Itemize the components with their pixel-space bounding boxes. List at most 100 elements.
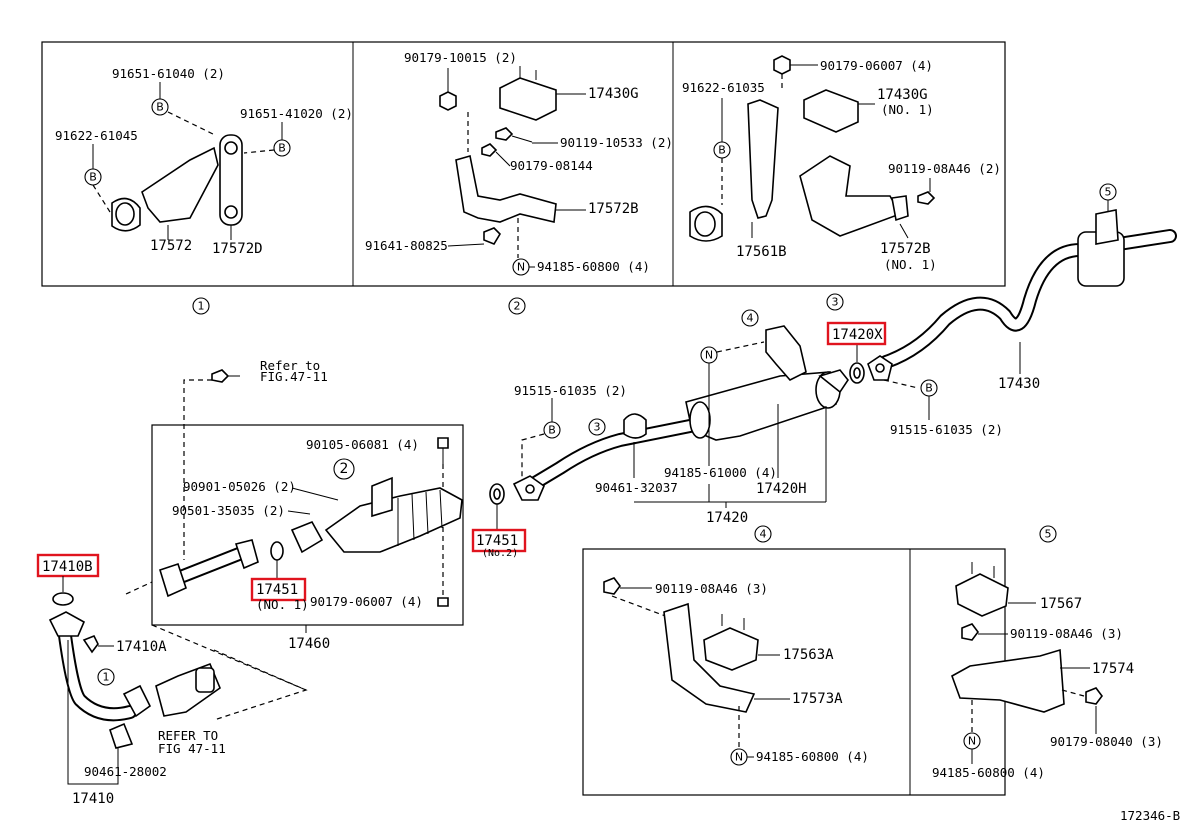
gasket-icon bbox=[52, 592, 74, 606]
flange-icon bbox=[48, 611, 86, 637]
part-label: 17430G bbox=[877, 87, 928, 103]
bolt-icon bbox=[603, 577, 621, 595]
nut-icon bbox=[82, 634, 99, 654]
part-label: 94185-60800 (4) bbox=[756, 749, 869, 764]
bracket-icon bbox=[747, 99, 779, 219]
part-label: 91515-61035 (2) bbox=[514, 383, 627, 398]
front-pipe: 17410B 17410A 1 REFER TO FIG 47-11 90461… bbox=[36, 553, 308, 807]
part-label: 94185-61000 (4) bbox=[664, 465, 777, 480]
gasket-17420x: 17420X bbox=[826, 321, 887, 384]
ref-b-text: B bbox=[278, 142, 286, 155]
part-label: 17563A bbox=[783, 647, 834, 663]
part-label: 17572 bbox=[150, 238, 192, 254]
part-label: 90179-10015 (2) bbox=[404, 50, 517, 65]
clamp-icon bbox=[623, 413, 647, 439]
rubber-mount-icon bbox=[955, 573, 1009, 617]
ref-n-text: N bbox=[517, 261, 525, 274]
panel-number: 1 bbox=[103, 671, 110, 684]
panel-2: 90179-10015 (2) 17430G 90119-10533 (2) 9… bbox=[365, 50, 673, 276]
nut-icon bbox=[481, 143, 498, 157]
panel-4: 90119-08A46 (3) 17563A 17573A 94185-6080… bbox=[603, 577, 869, 766]
bracket-icon bbox=[663, 602, 756, 713]
panel-number: 5 bbox=[1105, 186, 1112, 199]
part-label: (NO. 1) bbox=[256, 597, 309, 612]
part-label: 17410 bbox=[72, 791, 114, 807]
part-label: 91515-61035 (2) bbox=[890, 422, 1003, 437]
part-label: 17420 bbox=[706, 510, 748, 526]
ref-n-text: N bbox=[735, 751, 743, 764]
bolt-icon bbox=[483, 227, 502, 245]
rubber-mount-icon bbox=[499, 77, 557, 121]
part-label: 17574 bbox=[1092, 661, 1134, 677]
bolt-icon bbox=[437, 437, 449, 449]
part-label: 90179-08144 bbox=[510, 158, 593, 173]
ref-b-text: B bbox=[156, 101, 164, 114]
part-label: Refer to bbox=[260, 358, 320, 373]
part-label: 17460 bbox=[288, 636, 330, 652]
part-label: 17410B bbox=[42, 559, 93, 575]
part-label: 90179-06007 (4) bbox=[820, 58, 933, 73]
part-label: 90179-06007 (4) bbox=[310, 594, 423, 609]
panel-number: 3 bbox=[594, 421, 601, 434]
panel-number: 3 bbox=[832, 296, 839, 309]
flange-icon bbox=[234, 539, 259, 570]
highlight-box bbox=[826, 321, 887, 346]
panel-number: 1 bbox=[198, 300, 205, 313]
part-label: (NO. 1) bbox=[881, 102, 934, 117]
part-label: 17561B bbox=[736, 244, 787, 260]
panel-numbers: 1 2 3 bbox=[192, 293, 844, 315]
panel-number: 2 bbox=[340, 461, 349, 477]
panel-number: 4 bbox=[760, 528, 767, 541]
part-label: 17572B bbox=[588, 201, 639, 217]
gasket-17451-no2: 17451 (No.2) bbox=[471, 483, 527, 559]
part-label: 90901-05026 (2) bbox=[183, 479, 296, 494]
part-label: 17573A bbox=[792, 691, 843, 707]
bracket-icon bbox=[765, 325, 807, 381]
center-pipe: 4 N B 3 91515-61035 (2) 90461-32037 9418… bbox=[512, 309, 849, 526]
gasket-icon bbox=[270, 541, 284, 561]
figure-id: 172346-B bbox=[1120, 808, 1180, 823]
part-label: 90119-08A46 (2) bbox=[888, 161, 1001, 176]
flange-icon bbox=[122, 684, 152, 718]
panel-number: 2 bbox=[514, 300, 521, 313]
ref-b-text: B bbox=[718, 144, 726, 157]
part-label: REFER TO bbox=[158, 728, 218, 743]
nut-icon bbox=[1085, 687, 1103, 705]
tail-pipe: 5 17430 B 91515-61035 (2) bbox=[867, 183, 1177, 437]
part-label: 91651-41020 (2) bbox=[240, 106, 353, 121]
ref-n-text: N bbox=[705, 349, 713, 362]
bracket-icon bbox=[799, 155, 902, 237]
bracket-icon bbox=[141, 146, 219, 223]
panel-number: 5 bbox=[1045, 528, 1052, 541]
nut-icon bbox=[437, 597, 449, 607]
ref-b-text: B bbox=[925, 382, 933, 395]
ref-b-text: B bbox=[89, 171, 97, 184]
part-label: 90501-35035 (2) bbox=[172, 503, 285, 518]
part-label: 17430 bbox=[998, 376, 1040, 392]
nut-icon bbox=[773, 55, 791, 75]
highlight-box bbox=[250, 577, 307, 602]
bolt-icon bbox=[495, 127, 514, 141]
part-label: FIG.47-11 bbox=[260, 369, 328, 384]
bolt-icon bbox=[961, 623, 979, 641]
part-label: (No.2) bbox=[482, 548, 518, 559]
panel-1: 91651-61040 (2) 91651-41020 (2) 91622-61… bbox=[55, 66, 353, 257]
part-label: 90179-08040 (3) bbox=[1050, 734, 1163, 749]
panel-number: 4 bbox=[747, 312, 754, 325]
bolt-icon bbox=[917, 191, 936, 205]
ref-n-text: N bbox=[968, 735, 976, 748]
part-label: 94185-60800 (4) bbox=[932, 765, 1045, 780]
part-label: 17410A bbox=[116, 639, 167, 655]
converter-assembly: Refer to FIG.47-11 90105-06081 (4) 90901… bbox=[125, 358, 464, 691]
rubber-mount-icon bbox=[703, 627, 759, 671]
part-label: 90105-06081 (4) bbox=[306, 437, 419, 452]
part-label: 17451 bbox=[256, 582, 298, 598]
converter-frame bbox=[151, 424, 464, 626]
part-label: 17451 bbox=[476, 533, 518, 549]
highlight-box bbox=[36, 553, 100, 578]
panel-5: 17567 90119-08A46 (3) 17574 90179-08040 … bbox=[932, 562, 1163, 780]
flange-icon bbox=[159, 562, 187, 598]
part-label: 90119-08A46 (3) bbox=[655, 581, 768, 596]
bracket-icon bbox=[455, 154, 557, 223]
part-label: 91651-61040 (2) bbox=[112, 66, 225, 81]
